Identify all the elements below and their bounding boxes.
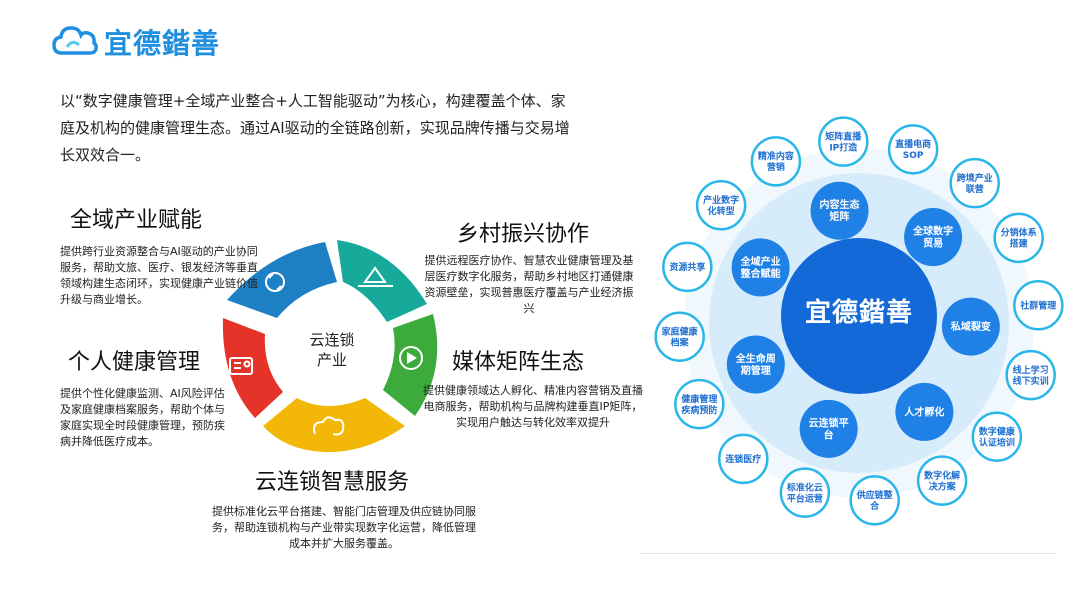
recycle-icon	[265, 272, 285, 292]
mountain-icon	[358, 266, 393, 287]
bubble-text: 标准化云	[786, 481, 823, 493]
bubble-text: 矩阵	[830, 210, 850, 223]
section-quanyu: 全域产业赋能	[70, 202, 270, 234]
wheel-outer-item: 家庭健康档案	[654, 311, 705, 362]
bubble-text: 营销	[767, 161, 785, 173]
bubble-text: 搭建	[1010, 238, 1029, 250]
section-geren-desc: 提供个性化健康监测、AI风险评估及家庭健康档案服务，帮助个体与家庭实现全时段健康…	[60, 387, 225, 448]
bubble-text: 贸易	[923, 237, 943, 250]
bubble-text: 分销体系	[1001, 227, 1037, 239]
section-title: 全域产业赋能	[70, 208, 203, 233]
bubble-text: 连锁医疗	[725, 453, 761, 465]
segment-yunliansuo	[263, 398, 405, 453]
bubble-text: IP打造	[829, 141, 858, 153]
section-title: 媒体矩阵生态	[452, 350, 585, 375]
section-yunliansuo-desc: 提供标准化云平台搭建、智能门店管理及供应链协同服务，帮助连锁机构与产业带实现数字…	[212, 505, 476, 550]
bubble-text: 全球数字	[912, 225, 953, 238]
bubble-text: SOP	[903, 151, 924, 161]
bubble-text: 资源共享	[669, 261, 705, 273]
bubble-text: 家庭健康	[662, 325, 699, 337]
bubble-text: 精准内容	[758, 150, 794, 162]
wheel-outer-item: 连锁医疗	[718, 433, 769, 485]
bubble-text: 联营	[966, 183, 984, 195]
bubble-text: 矩阵直播	[824, 130, 862, 142]
bubble-text: 私域裂变	[950, 320, 991, 333]
wheel-inner-item: 人才孵化	[895, 382, 954, 441]
bubble-text: 数字化解	[924, 469, 960, 481]
bubble-text: 化转型	[708, 205, 735, 217]
bubble-text: 线下实训	[1013, 375, 1049, 387]
bubble-text: 供应链整	[856, 489, 893, 501]
wheel-core	[781, 238, 937, 394]
pentagon-diagram	[222, 240, 438, 453]
user-list-icon	[229, 357, 253, 375]
bubble-text: 期管理	[741, 364, 771, 377]
divider-line	[640, 553, 1056, 554]
wheel-outer-item: 社群管理	[1013, 280, 1064, 331]
ecosystem-wheel: 内容生态矩阵全球数字贸易私域裂变人才孵化云连锁平台全生命周期管理全域产业整合赋能…	[654, 116, 1064, 526]
bubble-text: 认证培训	[979, 436, 1015, 448]
cloud-swirl-icon	[313, 416, 345, 436]
section-title: 个人健康管理	[68, 350, 201, 375]
bubble-text: 跨境产业	[957, 172, 993, 184]
section-xiangcun-desc: 提供远程医疗协作、智慧农业健康管理及基层医疗数字化服务，帮助乡村地区打通健康资源…	[424, 254, 634, 315]
segment-meiti	[383, 314, 438, 416]
cloud-logo-icon	[52, 23, 98, 61]
bubble-text: 决方案	[929, 480, 957, 492]
section-meiti-desc: 提供健康领域达人孵化、精准内容营销及直播电商服务，帮助机构与品牌构建垂直IP矩阵…	[423, 384, 643, 429]
intro-paragraph: 以“数字健康管理+全域产业整合+人工智能驱动”为核心，构建覆盖个体、家庭及机构的…	[60, 92, 570, 164]
bubble-text: 直播电商	[895, 138, 931, 150]
bubble-text: 内容生态	[820, 198, 860, 211]
section-quanyu-desc: 提供跨行业资源整合与AI驱动的产业协同服务，帮助文旅、医疗、银发经济等垂直领域构…	[60, 245, 258, 306]
bubble-text: 人才孵化	[904, 405, 944, 418]
bubble-text: 全生命周	[735, 352, 776, 365]
wheel-outer-item: 资源共享	[662, 241, 713, 293]
segment-quanyu	[227, 242, 337, 318]
section-title: 乡村振兴协作	[457, 222, 590, 247]
section-geren: 个人健康管理	[68, 344, 268, 376]
wheel-inner-item: 私域裂变	[941, 297, 1000, 356]
bubble-text: 产业数字	[703, 194, 739, 206]
center-line-1: 云连锁	[309, 331, 355, 349]
section-title: 云连锁智慧服务	[255, 470, 410, 495]
bubble-text: 全域产业	[740, 255, 781, 268]
brand-logo: 宜德鍇善	[52, 22, 220, 62]
pentagon-center-label: 云连锁 产业	[292, 330, 372, 370]
bubble-text: 档案	[671, 336, 690, 348]
section-meiti: 媒体矩阵生态	[452, 344, 652, 376]
bubble-text: 台	[824, 428, 834, 441]
bubble-text: 社群管理	[1019, 299, 1056, 311]
center-line-2: 产业	[316, 351, 347, 369]
bubble-text: 疾病预防	[681, 404, 717, 416]
wheel-outer-item: 精准内容营销	[750, 136, 802, 187]
bubble-text: 健康管理	[681, 393, 717, 405]
bubble-text: 平台运营	[787, 492, 823, 504]
section-xiangcun: 乡村振兴协作	[457, 216, 657, 248]
bubble-text: 整合赋能	[740, 267, 781, 280]
play-circle-icon	[399, 346, 423, 370]
bubble-text: 线上学习	[1013, 364, 1049, 376]
brand-name: 宜德鍇善	[104, 27, 221, 60]
bubble-text: 数字健康	[979, 425, 1016, 437]
wheel-center-label: 宜德鍇善	[804, 298, 913, 328]
bubble-text: 云连锁平	[809, 416, 849, 429]
section-yunliansuo: 云连锁智慧服务	[255, 464, 475, 496]
bubble-text: 合	[870, 500, 880, 512]
